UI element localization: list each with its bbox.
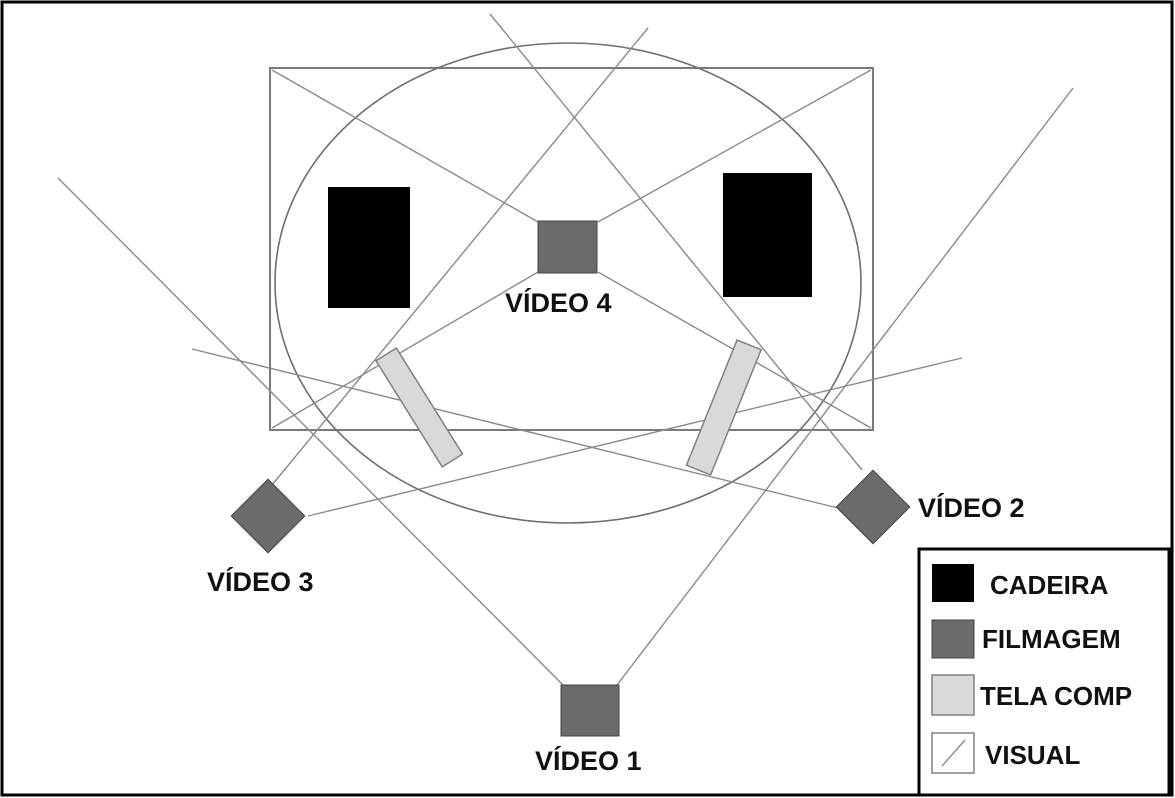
sight-line (489, 13, 863, 471)
sight-line (57, 177, 564, 686)
legend: CADEIRA FILMAGEM TELA COMP VISUAL (917, 547, 1171, 797)
label-video1: VÍDEO 1 (535, 745, 642, 776)
camera-video2 (835, 469, 911, 545)
legend-visual-label: VISUAL (985, 740, 1080, 770)
label-video3: VÍDEO 3 (207, 566, 314, 597)
label-video4: VÍDEO 4 (505, 287, 612, 318)
sight-line (271, 27, 649, 486)
sight-lines (57, 13, 1074, 686)
legend-chair-label: CADEIRA (990, 570, 1109, 600)
camera-video3 (230, 478, 306, 554)
screen-right (685, 339, 763, 476)
sight-line (271, 271, 539, 429)
sight-line (271, 69, 539, 223)
legend-camera-swatch (931, 619, 975, 659)
legend-screen-swatch (931, 674, 975, 716)
sight-line (616, 87, 1074, 686)
chair-right (723, 173, 812, 297)
sight-line (191, 348, 839, 509)
sight-line (307, 357, 963, 517)
legend-camera-label: FILMAGEM (982, 624, 1121, 654)
legend-visual-line (941, 739, 966, 767)
legend-chair-swatch (932, 564, 974, 602)
legend-screen-label: TELA COMP (980, 681, 1132, 711)
label-video2: VÍDEO 2 (918, 492, 1025, 523)
sight-line (597, 69, 872, 223)
table-ellipse (274, 42, 862, 524)
screen-left (374, 347, 464, 468)
camera-video4 (537, 220, 598, 274)
chair-left (328, 187, 410, 308)
room-outline (269, 67, 874, 431)
camera-video1 (560, 684, 620, 737)
